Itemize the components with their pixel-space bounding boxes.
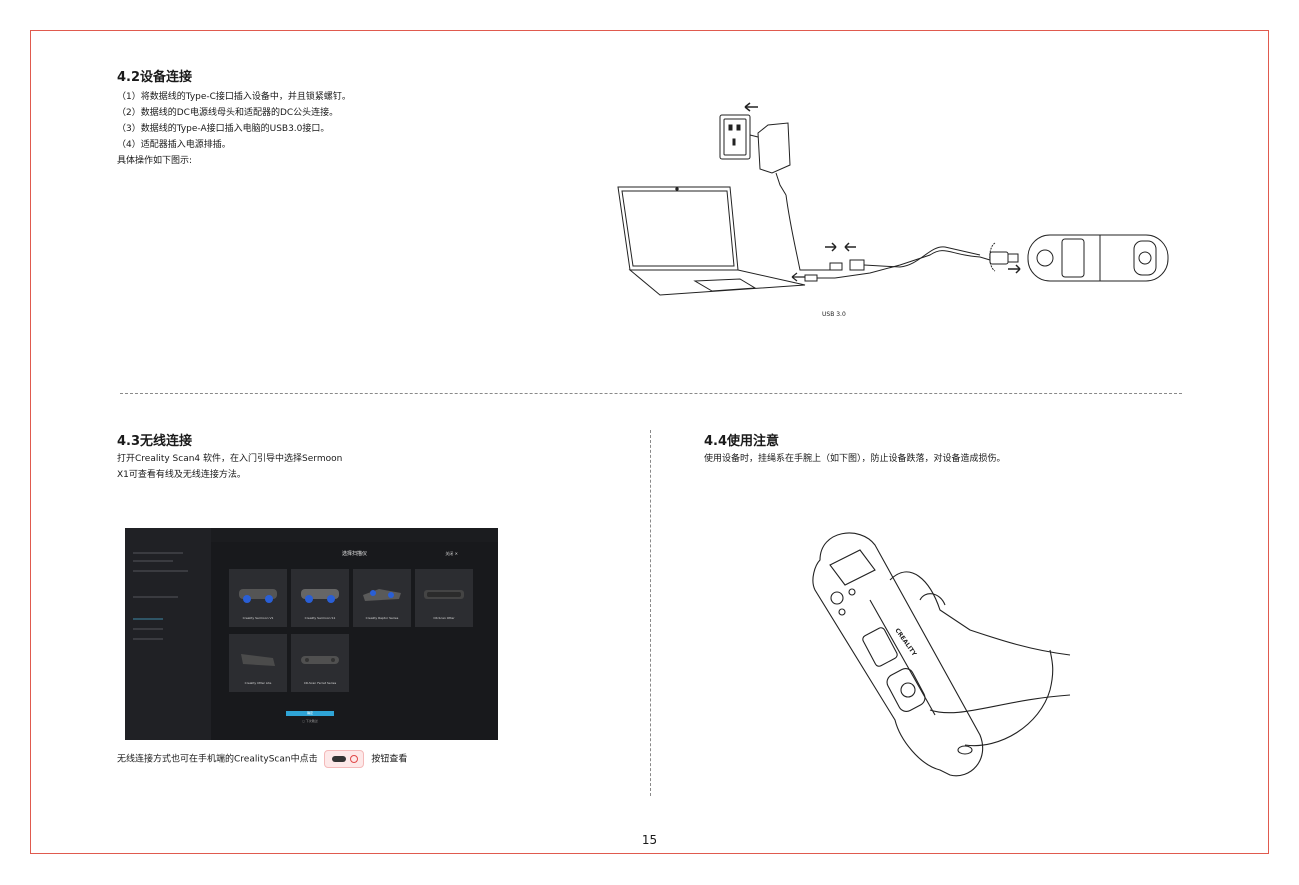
- usb-3-label: USB 3.0: [822, 311, 846, 318]
- section-4-4-title: 4.4使用注意: [704, 434, 780, 449]
- step-2: （2）数据线的DC电源线母头和适配器的DC公头连接。: [117, 108, 339, 118]
- section-4-3-line-1: 打开Creality Scan4 软件，在入门引导中选择Sermoon: [117, 454, 343, 464]
- horizontal-divider: [120, 393, 1182, 394]
- dc-connector: [825, 242, 981, 271]
- scanner-device: [812, 532, 984, 777]
- section-4-3-title: 4.3无线连接: [117, 434, 193, 449]
- step-4: （4）适配器插入电源排插。: [117, 140, 231, 150]
- wireless-hint-text: 无线连接方式也可在手机端的CrealityScan中点击: [117, 754, 318, 765]
- scanner-card-label: Creality Raptor Series: [365, 616, 399, 620]
- page-frame: [30, 30, 1269, 854]
- section-4-4-text: 使用设备时，挂绳系在手腕上（如下图），防止设备跌落，对设备造成损伤。: [704, 451, 1006, 467]
- scanner-image: [241, 654, 275, 666]
- section-4-2-steps: （1）将数据线的Type-C接口插入设备中，并且锁紧螺钉。 （2）数据线的DC电…: [117, 89, 351, 169]
- scanner-image: [301, 589, 339, 603]
- section-4-2-title: 4.2设备连接: [117, 70, 193, 85]
- scanner-card-label: Creality Sermoon V1: [242, 616, 274, 620]
- arrow-left-icon: [744, 102, 758, 112]
- scanner-card-label: CR-Scan Otter: [433, 616, 455, 620]
- connection-diagram: USB 3.0: [617, 102, 1169, 318]
- scanner-card[interactable]: Creality Otter Lite: [229, 634, 287, 692]
- device-connect-icon: [324, 750, 365, 768]
- section-4-3-line-2: X1可查看有线及无线连接方法。: [117, 470, 246, 480]
- wrist-strap: [957, 649, 1054, 755]
- wireless-hint-suffix: 按钮查看: [371, 754, 408, 765]
- usb-cable: [791, 250, 991, 282]
- scanner-image: [424, 590, 464, 599]
- power-adapter: [749, 122, 830, 271]
- page-number: 15: [641, 833, 658, 847]
- skip-checkbox[interactable]: ◻ 下次跳过: [302, 719, 318, 723]
- scanner-card-label: Creality Sermoon S1: [304, 616, 336, 620]
- step-note: 具体操作如下图示:: [117, 156, 193, 166]
- wireless-hint: 无线连接方式也可在手机端的CrealityScan中点击 按钮查看: [117, 750, 407, 768]
- scanner-image: [363, 589, 401, 601]
- app-screenshot: 选择扫描仪 关闭 ✕ Creality Sermoon V1 Creality …: [125, 528, 498, 740]
- step-1: （1）将数据线的Type-C接口插入设备中，并且锁紧螺钉。: [117, 92, 351, 102]
- scanner-image: [239, 589, 277, 603]
- section-4-3-text: 打开Creality Scan4 软件，在入门引导中选择Sermoon X1可查…: [117, 451, 342, 483]
- app-sidebar: [125, 528, 211, 740]
- dialog-title: 选择扫描仪: [341, 551, 367, 557]
- dialog-close-button[interactable]: 关闭 ✕: [445, 551, 458, 556]
- section-4-4-line: 使用设备时，挂绳系在手腕上（如下图），防止设备跌落，对设备造成损伤。: [704, 454, 1006, 464]
- scanner-card-label: Creality Otter Lite: [244, 681, 272, 685]
- hand: [889, 571, 1071, 714]
- scanner-image: [301, 656, 339, 664]
- hand-with-scanner-illustration: CREALITY: [812, 532, 1071, 777]
- scanner-card[interactable]: Creality Sermoon V1: [229, 569, 287, 627]
- select-scanner-dialog: 选择扫描仪 关闭 ✕ Creality Sermoon V1 Creality …: [211, 542, 498, 740]
- vertical-divider: [650, 430, 651, 796]
- scanner-card-label: CR-Scan Ferret Series: [303, 681, 337, 685]
- laptop: [617, 186, 806, 296]
- scanner-card[interactable]: CR-Scan Otter: [415, 569, 473, 627]
- scanner-card[interactable]: Creality Sermoon S1: [291, 569, 349, 627]
- scanner-card[interactable]: Creality Raptor Series: [353, 569, 411, 627]
- confirm-button[interactable]: 确定: [286, 711, 334, 716]
- scanner-device: [1027, 234, 1169, 282]
- scanner-card[interactable]: CR-Scan Ferret Series: [291, 634, 349, 692]
- type-c-connector: [989, 242, 1021, 274]
- wall-outlet: [719, 114, 751, 160]
- step-3: （3）数据线的Type-A接口插入电脑的USB3.0接口。: [117, 124, 330, 134]
